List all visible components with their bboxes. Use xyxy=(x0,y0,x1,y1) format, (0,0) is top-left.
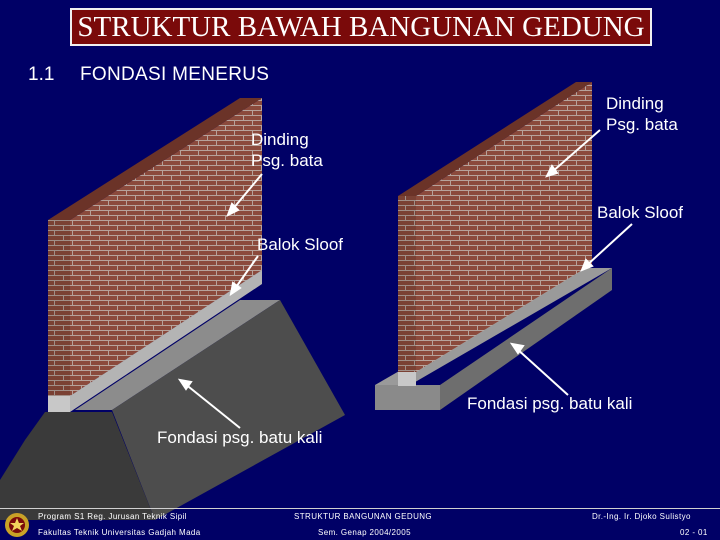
right-wall-top xyxy=(398,82,592,196)
arrow-left-wall xyxy=(231,173,263,211)
arrow-right-foundation xyxy=(515,347,569,396)
footer-course: STRUKTUR BANGUNAN GEDUNG xyxy=(294,512,433,521)
label-left-foundation: Fondasi psg. batu kali xyxy=(157,428,323,447)
arrow-right-sloof xyxy=(585,223,633,267)
title-box: STRUKTUR BAWAH BANGUNAN GEDUNG xyxy=(70,8,652,46)
arrow-left-sloof xyxy=(233,255,259,291)
left-wall-top xyxy=(48,98,262,220)
left-foundation-slope xyxy=(112,300,345,520)
right-sloof-end xyxy=(398,372,416,386)
page-title: STRUKTUR BAWAH BANGUNAN GEDUNG xyxy=(77,10,645,43)
left-wall-assembly xyxy=(0,98,345,520)
left-foundation-top xyxy=(75,300,280,410)
arrow-left-foundation xyxy=(183,382,241,429)
label-right-foundation: Fondasi psg. batu kali xyxy=(467,394,633,413)
footer-author: Dr.-Ing. Ir. Djoko Sulistyo xyxy=(592,512,691,521)
right-wall-end xyxy=(398,196,416,372)
left-sloof-end xyxy=(48,396,70,412)
label-left-sloof: Balok Sloof xyxy=(257,235,343,254)
right-foundation-end xyxy=(375,385,440,410)
left-foundation-end xyxy=(0,412,155,520)
footer-program: Program S1 Reg. Jurusan Teknik Sipil xyxy=(38,512,187,521)
right-foundation-side xyxy=(440,268,612,410)
section-number: 1.1 xyxy=(28,64,55,85)
footer-semester: Sem. Genap 2004/2005 xyxy=(318,528,411,537)
left-wall-face xyxy=(70,98,262,396)
right-wall-assembly xyxy=(375,82,612,410)
right-wall-face xyxy=(416,82,592,372)
footer-faculty: Fakultas Teknik Universitas Gadjah Mada xyxy=(38,528,201,537)
left-wall-end xyxy=(48,220,70,396)
left-sloof-side xyxy=(70,270,262,412)
footer-page-number: 02 - 01 xyxy=(680,528,708,537)
footer-divider xyxy=(0,508,720,509)
label-right-sloof: Balok Sloof xyxy=(597,203,683,222)
arrow-right-wall xyxy=(551,129,601,173)
section-title: FONDASI MENERUS xyxy=(80,64,270,85)
university-logo-icon xyxy=(5,513,29,537)
